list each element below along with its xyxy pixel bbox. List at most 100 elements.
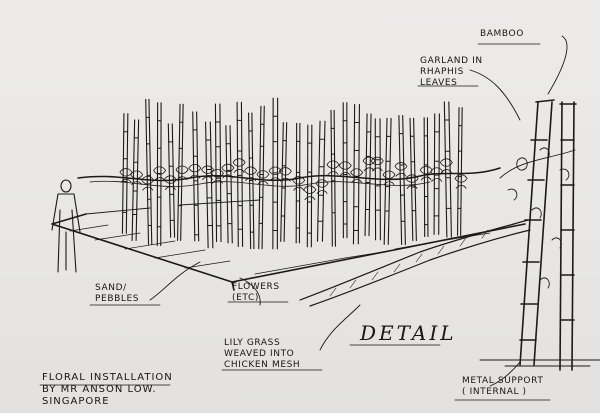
bamboo-pole (398, 115, 406, 245)
label-garland-line: GARLAND IN (420, 56, 483, 66)
garland-coil (439, 158, 453, 173)
label-sand-pebbles: SAND/ PEBBLES (95, 283, 139, 305)
bamboo-node (272, 115, 279, 231)
bamboo-pole (352, 103, 360, 245)
label-flowers-line: FLOWERS (232, 282, 280, 292)
label-lily-grass-line: WEAVED INTO (224, 349, 295, 359)
bamboo-pole (364, 113, 372, 237)
garland-coil (315, 179, 329, 194)
bamboo-node (168, 141, 175, 221)
bamboo-node (306, 142, 313, 234)
label-bamboo: BAMBOO (480, 29, 524, 39)
lily-grass-mesh (299, 219, 531, 307)
bamboo-pole (192, 111, 200, 242)
bamboo-pole (167, 123, 176, 238)
bamboo-node (177, 121, 184, 207)
label-garland-line: LEAVES (420, 78, 458, 88)
bamboo-node (225, 143, 233, 225)
label-sand-pebbles-line: SAND/ (95, 283, 127, 293)
leader-lines (149, 35, 568, 387)
bamboo-node (258, 123, 265, 224)
bamboo-node (248, 130, 255, 233)
platform-hatching (69, 224, 491, 275)
label-flowers: FLOWERS (ETC) (232, 282, 280, 304)
garland-coil (130, 170, 144, 186)
label-garland: GARLAND IN RHAPHIS LEAVES (420, 56, 483, 89)
bamboo-pole (236, 101, 244, 248)
garland-coil (268, 166, 282, 182)
bamboo-node (145, 116, 152, 226)
bamboo-pole (214, 103, 222, 243)
label-garland-line: RHAPHIS (420, 67, 464, 77)
bamboo-pole (409, 117, 417, 242)
column-foliage (499, 147, 576, 289)
bamboo-node (295, 140, 301, 229)
platform-back-edge (85, 199, 261, 215)
bamboo-pole (295, 122, 301, 244)
label-metal-support-line: ( INTERNAL ) (462, 387, 527, 397)
garland-coil (419, 165, 433, 181)
garland-coil (141, 176, 155, 191)
bamboo-node (205, 139, 213, 226)
bamboo-pole (205, 121, 214, 249)
bamboo-node (122, 131, 129, 213)
bamboo-pole (330, 109, 336, 247)
bamboo-pole (131, 119, 140, 242)
bamboo-pole (145, 98, 153, 246)
garland-coil (232, 158, 246, 173)
garland-coil (338, 161, 352, 176)
bamboo-node (409, 135, 417, 212)
bamboo-field (119, 97, 468, 250)
bamboo-pole (456, 107, 463, 236)
bamboo-node (317, 138, 326, 222)
garland-coil (454, 174, 468, 189)
credit-line: SINGAPORE (42, 396, 110, 407)
garland-coil (382, 170, 396, 186)
bamboo-pole (383, 117, 392, 245)
bamboo-pole (433, 113, 440, 235)
garland-coil (211, 169, 224, 184)
label-lily-grass-line: CHICKEN MESH (224, 360, 301, 370)
bamboo-node (433, 131, 440, 217)
human-figure (51, 179, 81, 273)
bamboo-node (215, 121, 222, 227)
garland-coil (326, 160, 340, 176)
garland-coil (188, 163, 202, 179)
bamboo-node (384, 135, 392, 212)
label-flowers-line: (ETC) (232, 293, 259, 303)
label-sand-pebbles-line: PEBBLES (95, 294, 140, 304)
bamboo-node (330, 127, 336, 214)
bamboo-node (132, 137, 139, 216)
bamboo-pole (272, 97, 279, 250)
bamboo-node (156, 120, 162, 228)
garland-coil (278, 167, 292, 182)
bamboo-node (192, 129, 200, 236)
label-lily-grass: LILY GRASS WEAVED INTO CHICKEN MESH (224, 338, 300, 371)
garland-coil (303, 185, 317, 201)
garland-coil (163, 175, 177, 190)
bamboo-pole (280, 122, 288, 242)
bamboo-pole (121, 113, 129, 234)
garland-coil (256, 170, 270, 185)
bamboo-node (342, 120, 348, 225)
credit-line: BY MR ANSON LOW. (42, 384, 157, 395)
credit-text: FLORAL INSTALLATION BY MR ANSON LOW. SIN… (42, 372, 173, 408)
label-underlines (39, 43, 551, 401)
garland-coil (405, 174, 419, 189)
credit-line: FLORAL INSTALLATION (42, 372, 173, 383)
bamboo-node (280, 140, 287, 217)
ground-line (479, 359, 600, 367)
bamboo-pole (374, 118, 381, 241)
bamboo-node (398, 133, 406, 222)
bamboo-node (457, 125, 463, 209)
garland-coil (362, 156, 376, 172)
bamboo-node (444, 119, 452, 209)
label-metal-support-line: METAL SUPPORT (462, 376, 544, 386)
garland-coil (244, 166, 258, 182)
label-detail: DETAIL (360, 321, 457, 345)
label-metal-support: METAL SUPPORT ( INTERNAL ) (462, 376, 543, 398)
garland-coil (175, 165, 189, 181)
garland-coil (394, 162, 408, 177)
